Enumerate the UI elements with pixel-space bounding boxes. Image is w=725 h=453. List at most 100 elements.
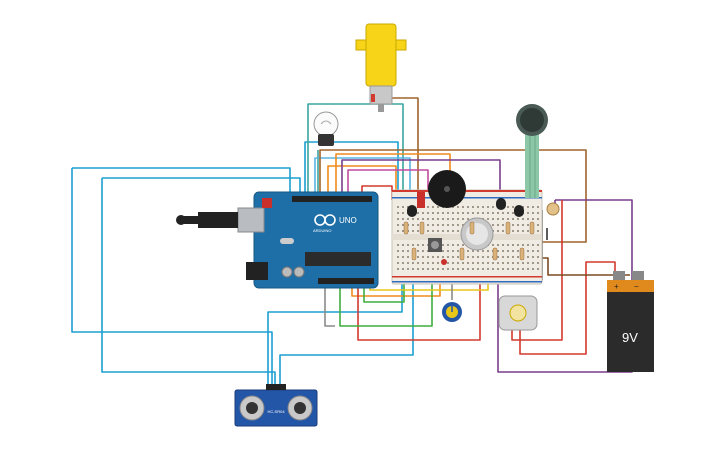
- breadboard-hole: [537, 206, 539, 208]
- breadboard-hole: [512, 256, 514, 258]
- breadboard-hole: [532, 250, 534, 252]
- breadboard-hole: [487, 268, 489, 270]
- breadboard-hole: [527, 230, 529, 232]
- resistor[interactable]: [529, 221, 535, 235]
- breadboard-hole: [527, 206, 529, 208]
- resistor[interactable]: [519, 247, 525, 261]
- breadboard-hole: [442, 212, 444, 214]
- breadboard-hole: [402, 212, 404, 214]
- breadboard-hole: [397, 262, 399, 264]
- resistor[interactable]: [469, 221, 475, 235]
- potentiometer[interactable]: [442, 302, 462, 322]
- reset-button[interactable]: [262, 198, 272, 208]
- dc-motor[interactable]: [355, 23, 407, 112]
- breadboard-hole: [507, 206, 509, 208]
- breadboard-hole: [517, 244, 519, 246]
- resistor[interactable]: [459, 247, 465, 261]
- wire-blue[interactable]: [304, 141, 399, 196]
- battery-label: 9V: [622, 330, 638, 345]
- breadboard-hole: [417, 268, 419, 270]
- led[interactable]: [441, 259, 447, 265]
- breadboard-hole: [517, 262, 519, 264]
- breadboard-hole: [482, 262, 484, 264]
- breadboard-hole: [422, 212, 424, 214]
- resistor[interactable]: [411, 247, 417, 261]
- gas-sensor[interactable]: [460, 217, 494, 251]
- wire-blue[interactable]: [267, 270, 403, 395]
- capacitor: [281, 266, 293, 278]
- breadboard-hole: [512, 218, 514, 220]
- breadboard-hole: [537, 250, 539, 252]
- breadboard-hole: [492, 268, 494, 270]
- photoresistor[interactable]: [546, 202, 560, 216]
- wire-green[interactable]: [339, 270, 433, 327]
- ultrasonic-sensor[interactable]: HC-SR04: [234, 384, 318, 427]
- wire-magenta[interactable]: [347, 169, 429, 200]
- wire-teal[interactable]: [307, 103, 404, 200]
- vibration-motor[interactable]: [498, 295, 538, 331]
- breadboard-hole: [467, 268, 469, 270]
- breadboard-hole: [467, 212, 469, 214]
- transistor[interactable]: [514, 205, 524, 217]
- wire-lightblue[interactable]: [314, 157, 411, 200]
- breadboard-hole: [427, 224, 429, 226]
- light-bulb[interactable]: [313, 111, 339, 146]
- transistor[interactable]: [407, 205, 417, 217]
- breadboard-hole: [512, 268, 514, 270]
- breadboard-hole: [427, 218, 429, 220]
- breadboard-hole: [497, 250, 499, 252]
- breadboard-hole: [457, 244, 459, 246]
- wire-purple[interactable]: [341, 159, 501, 200]
- breadboard-hole: [457, 256, 459, 258]
- breadboard-hole: [532, 218, 534, 220]
- wire-blue[interactable]: [72, 167, 291, 196]
- usb-port: [237, 207, 265, 233]
- breadboard-hole: [437, 262, 439, 264]
- breadboard-hole: [422, 262, 424, 264]
- breadboard-hole: [517, 224, 519, 226]
- wire-blue[interactable]: [71, 168, 273, 395]
- resistor[interactable]: [403, 221, 409, 235]
- battery-9v[interactable]: + − 9V: [607, 271, 654, 372]
- arduino-uno[interactable]: UNO ARDUINO: [237, 191, 379, 289]
- breadboard-hole: [472, 262, 474, 264]
- wire-red[interactable]: [519, 261, 616, 355]
- breadboard-hole: [397, 218, 399, 220]
- breadboard-hole: [432, 268, 434, 270]
- breadboard-hole: [507, 256, 509, 258]
- usb-cable[interactable]: [176, 212, 238, 228]
- breadboard-hole: [447, 212, 449, 214]
- breadboard-hole: [447, 230, 449, 232]
- breadboard-hole: [502, 218, 504, 220]
- breadboard-hole: [457, 250, 459, 252]
- resistor[interactable]: [505, 221, 511, 235]
- wire-blue[interactable]: [279, 270, 414, 395]
- breadboard-hole: [487, 262, 489, 264]
- breadboard-hole: [487, 250, 489, 252]
- wire-green[interactable]: [363, 270, 405, 303]
- breadboard-hole: [467, 262, 469, 264]
- resistor[interactable]: [419, 221, 425, 235]
- pushbutton[interactable]: [428, 238, 442, 252]
- breadboard-hole: [492, 212, 494, 214]
- breadboard-hole: [492, 244, 494, 246]
- breadboard-hole: [517, 256, 519, 258]
- breadboard-hole: [417, 212, 419, 214]
- breadboard-hole: [447, 224, 449, 226]
- piezo-buzzer[interactable]: [417, 170, 466, 208]
- wire-red[interactable]: [357, 270, 481, 341]
- breadboard-hole: [462, 206, 464, 208]
- breadboard-hole: [457, 206, 459, 208]
- breadboard-hole: [502, 212, 504, 214]
- wire-blue[interactable]: [102, 177, 301, 196]
- wire-orange[interactable]: [327, 165, 397, 200]
- wire-gray[interactable]: [324, 283, 335, 327]
- wire-brown[interactable]: [319, 149, 587, 243]
- breadboard-hole: [527, 256, 529, 258]
- transistor[interactable]: [496, 198, 506, 210]
- breadboard-hole: [482, 250, 484, 252]
- force-sensor[interactable]: [516, 104, 548, 198]
- resistor[interactable]: [492, 247, 498, 261]
- wire-blue[interactable]: [101, 178, 276, 395]
